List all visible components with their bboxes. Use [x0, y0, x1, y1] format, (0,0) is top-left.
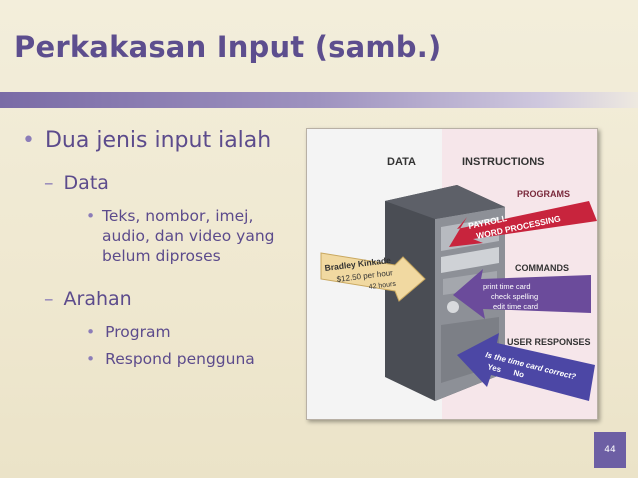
bullet-dot-icon: •: [86, 323, 96, 341]
bullet-level3-program: • Program: [86, 322, 171, 342]
bullet-text: Data: [63, 172, 109, 194]
instructions-header: INSTRUCTIONS: [462, 156, 545, 168]
bullet-level1: • Dua jenis input ialah: [22, 128, 271, 153]
user-responses-arrow: Is the time card correct? Yes No: [457, 333, 595, 401]
commands-arrow-line2: check spelling: [491, 292, 538, 301]
data-sub-line-2: audio, dan video yang: [102, 227, 275, 245]
bullet-dot-icon: •: [22, 128, 35, 153]
bullet-level3-respond: • Respond pengguna: [86, 349, 255, 369]
data-header: DATA: [387, 156, 416, 168]
commands-arrow: print time card check spelling edit time…: [453, 269, 591, 319]
bullet-dot-icon: •: [86, 350, 96, 368]
title-underline-bar: [0, 92, 638, 108]
user-responses-arrow-no: No: [513, 368, 526, 379]
user-responses-arrow-yes: Yes: [487, 362, 503, 374]
dash-icon: –: [44, 288, 54, 310]
bullet-level3-data-sub: • Teks, nombor, imej, audio, dan video y…: [86, 206, 286, 266]
data-arrow-line3: 42 hours: [368, 281, 396, 291]
data-sub-line-3: belum diproses: [102, 247, 221, 265]
programs-label: PROGRAMS: [517, 189, 570, 199]
bullet-text: Dua jenis input ialah: [44, 128, 272, 153]
bullet-text: Arahan: [63, 288, 132, 310]
user-responses-label: USER RESPONSES: [507, 337, 591, 347]
commands-label: COMMANDS: [515, 263, 569, 273]
bullet-dot-icon: •: [86, 207, 96, 225]
data-arrow: Bradley Kinkade $12.50 per hour 42 hours: [320, 252, 426, 302]
bullet-text: Program: [105, 323, 171, 341]
bullet-level2-data: – Data: [44, 172, 109, 194]
bullet-text: Respond pengguna: [105, 350, 255, 368]
slide-title: Perkakasan Input (samb.): [14, 30, 442, 64]
commands-arrow-line1: print time card: [483, 282, 531, 291]
dash-icon: –: [44, 172, 54, 194]
commands-arrow-line3: edit time card: [493, 302, 538, 311]
page-number-badge: 44: [594, 432, 626, 468]
data-sub-line-1: Teks, nombor, imej,: [102, 207, 254, 225]
bullet-level2-arahan: – Arahan: [44, 288, 132, 310]
computer-input-illustration: DATA INSTRUCTIONS Bradley Kinkade $12.50…: [306, 128, 598, 420]
